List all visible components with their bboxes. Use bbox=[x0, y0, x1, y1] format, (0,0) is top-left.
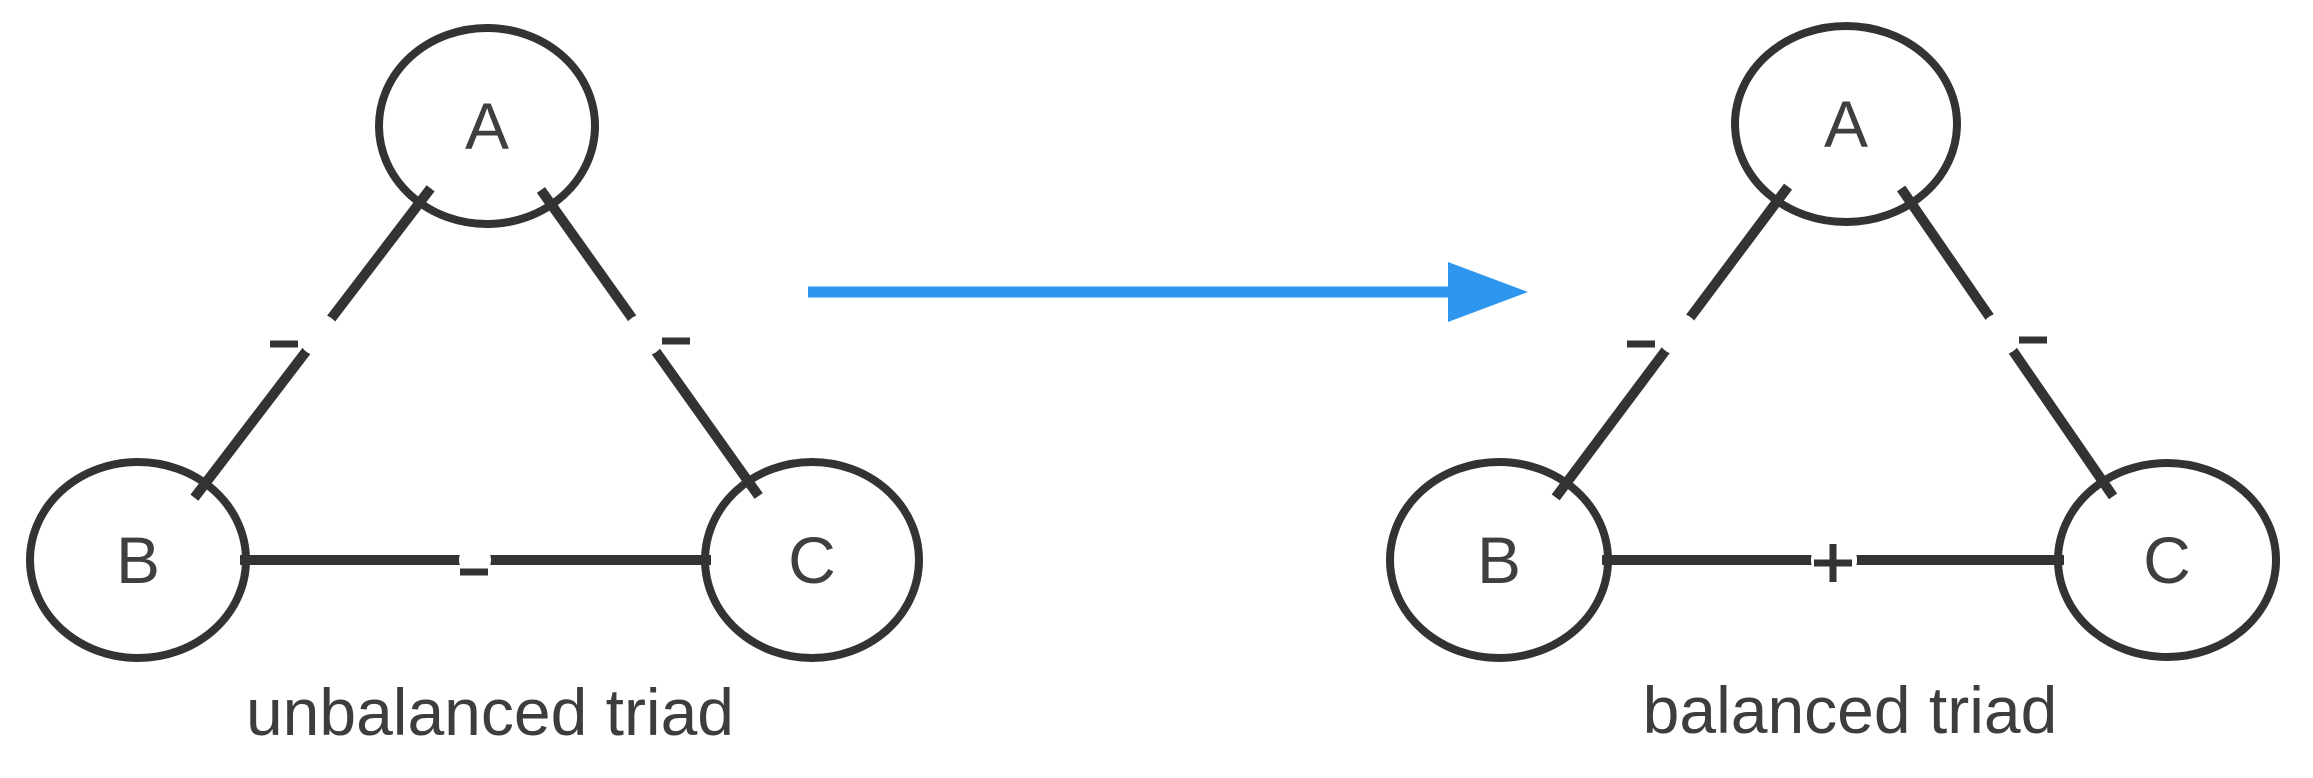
right-arrow-icon bbox=[808, 262, 1528, 322]
node-label-balanced-B: B bbox=[1477, 523, 1521, 597]
caption-balanced: balanced triad bbox=[1643, 673, 2058, 747]
caption-unbalanced: unbalanced triad bbox=[246, 675, 734, 749]
edge-label-gap bbox=[1657, 313, 1699, 355]
edge-sign-plus-icon bbox=[1814, 544, 1852, 582]
edge-label-gap bbox=[623, 314, 665, 356]
node-label-balanced-C: C bbox=[2143, 523, 2191, 597]
node-label-balanced-A: A bbox=[1824, 87, 1868, 161]
node-label-unbalanced-C: C bbox=[788, 523, 836, 597]
edge-label-gap bbox=[298, 314, 340, 356]
node-label-unbalanced-A: A bbox=[465, 89, 509, 163]
node-label-unbalanced-B: B bbox=[116, 523, 160, 597]
edge-label-gap bbox=[1980, 313, 2022, 355]
edge-label-gap bbox=[459, 544, 491, 576]
node-circle-balanced-A bbox=[1731, 22, 1961, 226]
node-circle-unbalanced-A bbox=[375, 24, 599, 228]
